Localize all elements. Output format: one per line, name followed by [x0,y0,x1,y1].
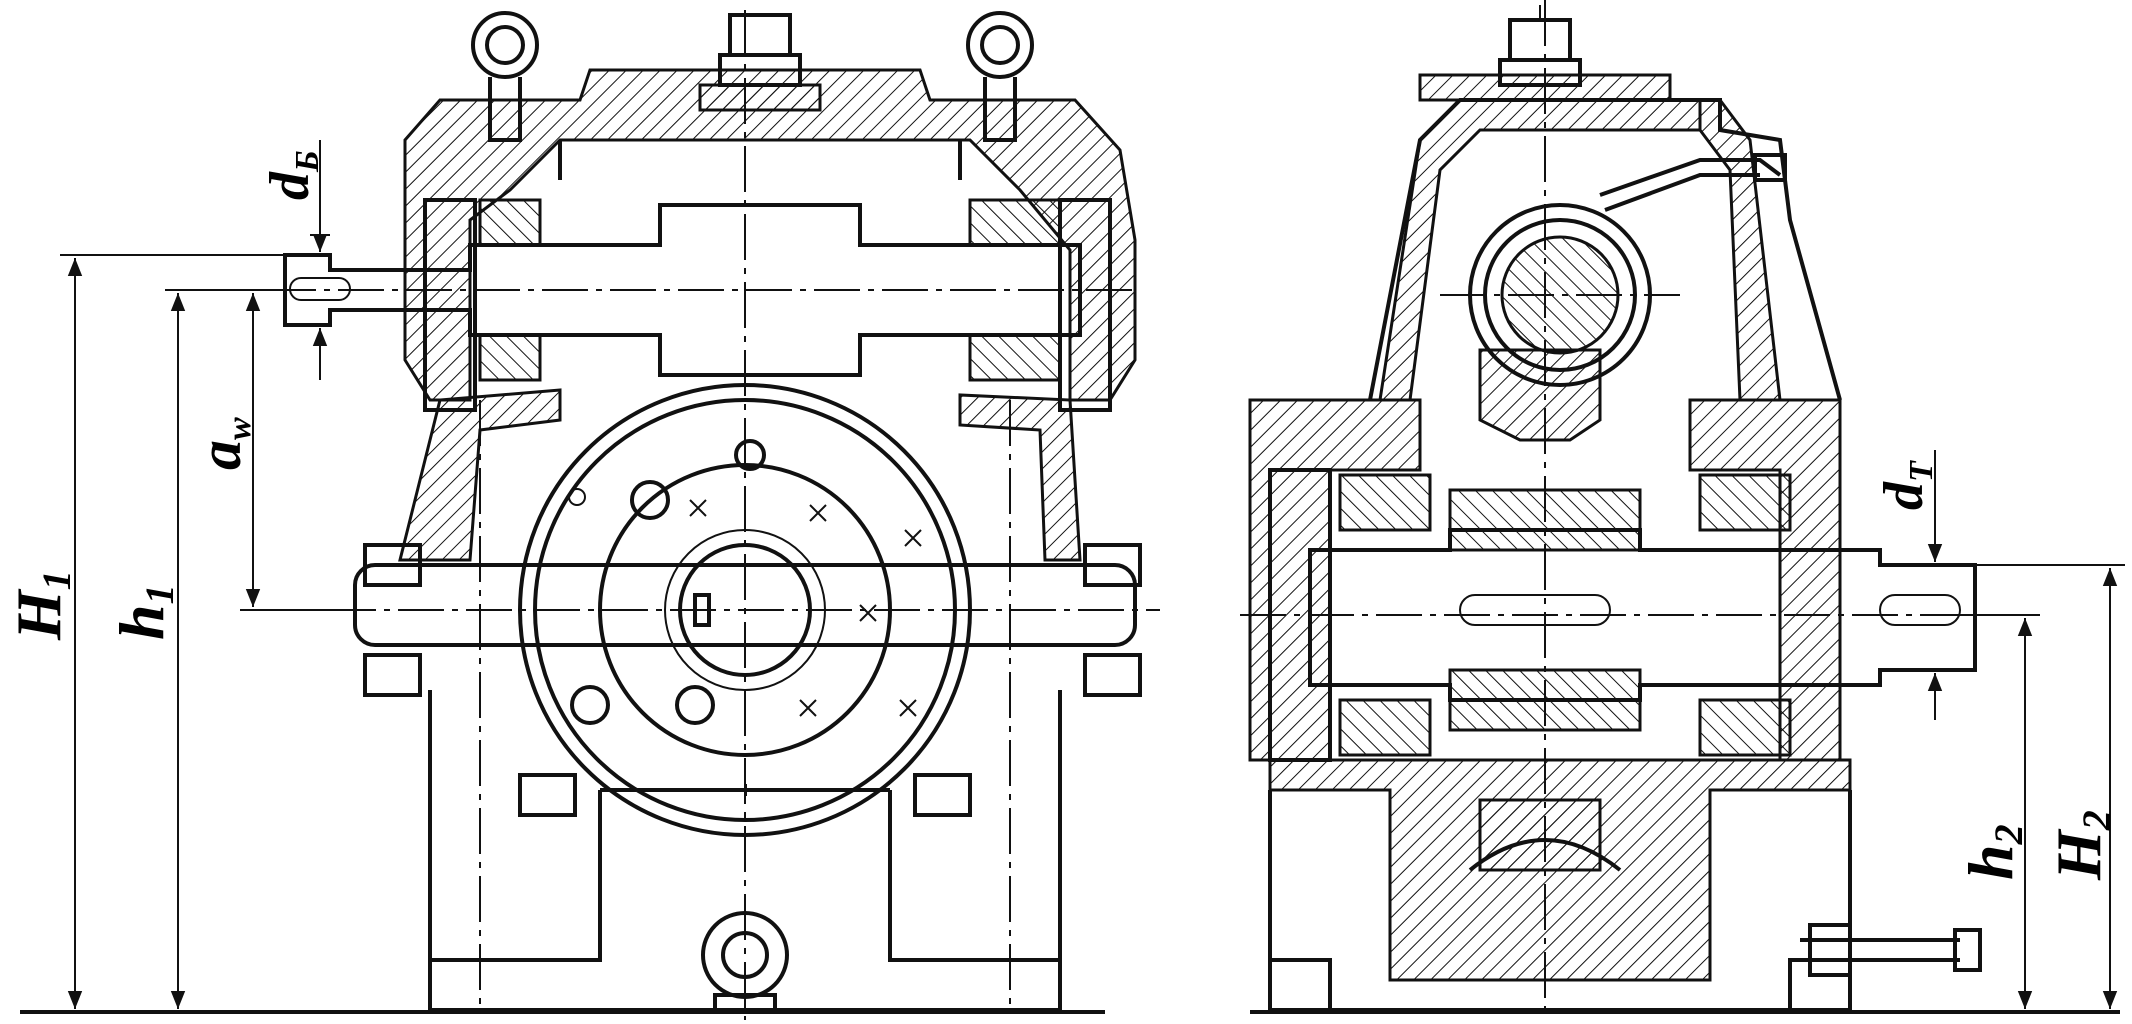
right-bearing-bottom [968,333,1062,382]
side-base-body [1268,790,1852,1012]
wheel-crown-bottom [1478,798,1602,872]
left-bearing-cap [423,198,477,412]
side-foot-left [1268,958,1332,1012]
front-base-pockets [430,790,1060,962]
label-aw: aw [187,417,258,470]
lifting-eye-right [966,11,1034,142]
side-bearing-left-bottom [1338,698,1432,757]
breather-plug [698,13,822,112]
front-upper-inner [558,140,962,180]
side-view: H2 h2 dT [1240,0,2125,1020]
output-shaft-keyway-hub [1459,594,1611,626]
cover-bolt-marks [568,439,922,796]
label-H1: H1 [3,570,79,641]
side-housing-wall-right [1698,98,1782,402]
side-bearing-right-top [1698,473,1792,532]
right-bearing-top [968,198,1062,247]
left-bearing-top [478,198,542,247]
label-h1: h1 [106,584,182,640]
label-H2: H2 [2043,810,2119,881]
side-flange-right [1688,398,1842,762]
worm-shaft [283,203,1082,377]
side-breather [1498,5,1582,87]
left-bearing-bottom [478,333,542,382]
label-dB: dБ [259,150,326,200]
output-shaft [1308,528,1977,702]
front-view: H1 h1 aw dБ [3,10,1160,1020]
label-h2: h2 [1955,824,2031,880]
side-bearing-left-top [1338,473,1432,532]
label-dT: dT [1873,460,1940,510]
side-foot-right [1788,958,1852,1012]
lifting-eye-left [471,11,539,142]
oil-drain-pipe [1800,923,1982,977]
flange-bolts [363,543,1142,817]
oil-dipstick [1599,153,1787,212]
right-bearing-cap [1058,198,1112,412]
output-shaft-keyway-end [1879,594,1961,626]
front-housing-wall-right [958,393,1082,562]
side-bearing-right-bottom [1698,698,1792,757]
wheel-crown-top [1478,348,1602,442]
